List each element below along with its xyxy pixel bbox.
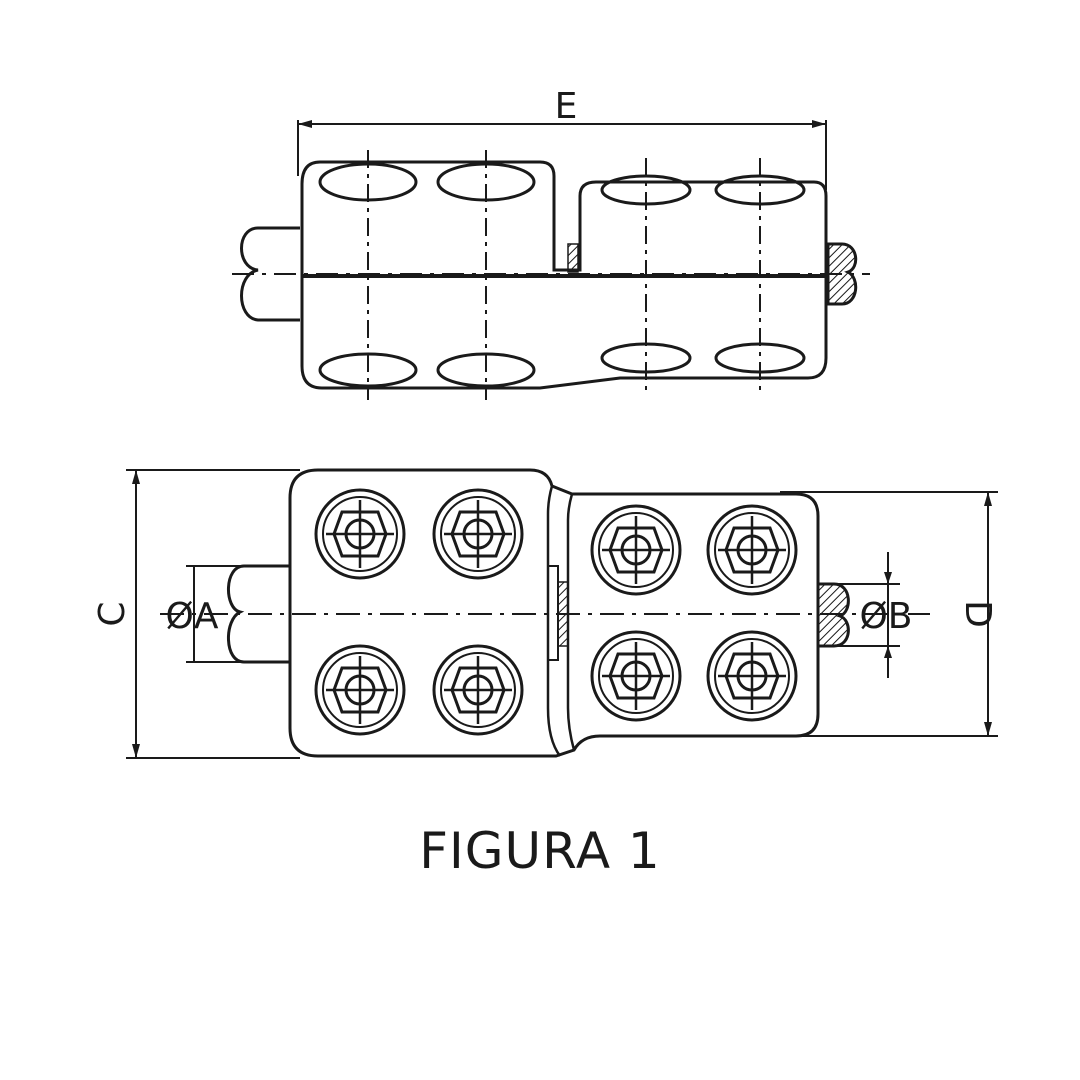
- bolt-small-1: [590, 504, 682, 596]
- bolts: [314, 488, 798, 736]
- top-large-body: [288, 468, 820, 758]
- bolt-large-4: [432, 644, 524, 736]
- right-conductor: ØB: [816, 552, 913, 678]
- bolt-small-4: [706, 630, 798, 722]
- bolt-large-1: [314, 488, 406, 580]
- dimension-b-label: ØB: [859, 596, 912, 637]
- side-right-conductor: [826, 242, 858, 306]
- dimension-e-label: E: [555, 86, 578, 127]
- dimension-d-label: D: [957, 600, 998, 628]
- bolt-large-3: [314, 644, 406, 736]
- dimension-c: C: [92, 469, 300, 759]
- bolt-small-2: [706, 504, 798, 596]
- dimension-d: D: [780, 491, 998, 737]
- dimension-c-label: C: [92, 601, 133, 626]
- dimension-e: E: [297, 86, 827, 190]
- bolt-large-2: [432, 488, 524, 580]
- side-left-conductor: [240, 226, 300, 322]
- top-view: C D ØA: [92, 468, 998, 759]
- side-view: E: [232, 86, 870, 400]
- figure-caption: FIGURA 1: [419, 822, 661, 880]
- left-conductor: ØA: [166, 564, 290, 664]
- side-large-body: [300, 160, 828, 390]
- bolt-small-3: [590, 630, 682, 722]
- dimension-a-label: ØA: [166, 596, 219, 637]
